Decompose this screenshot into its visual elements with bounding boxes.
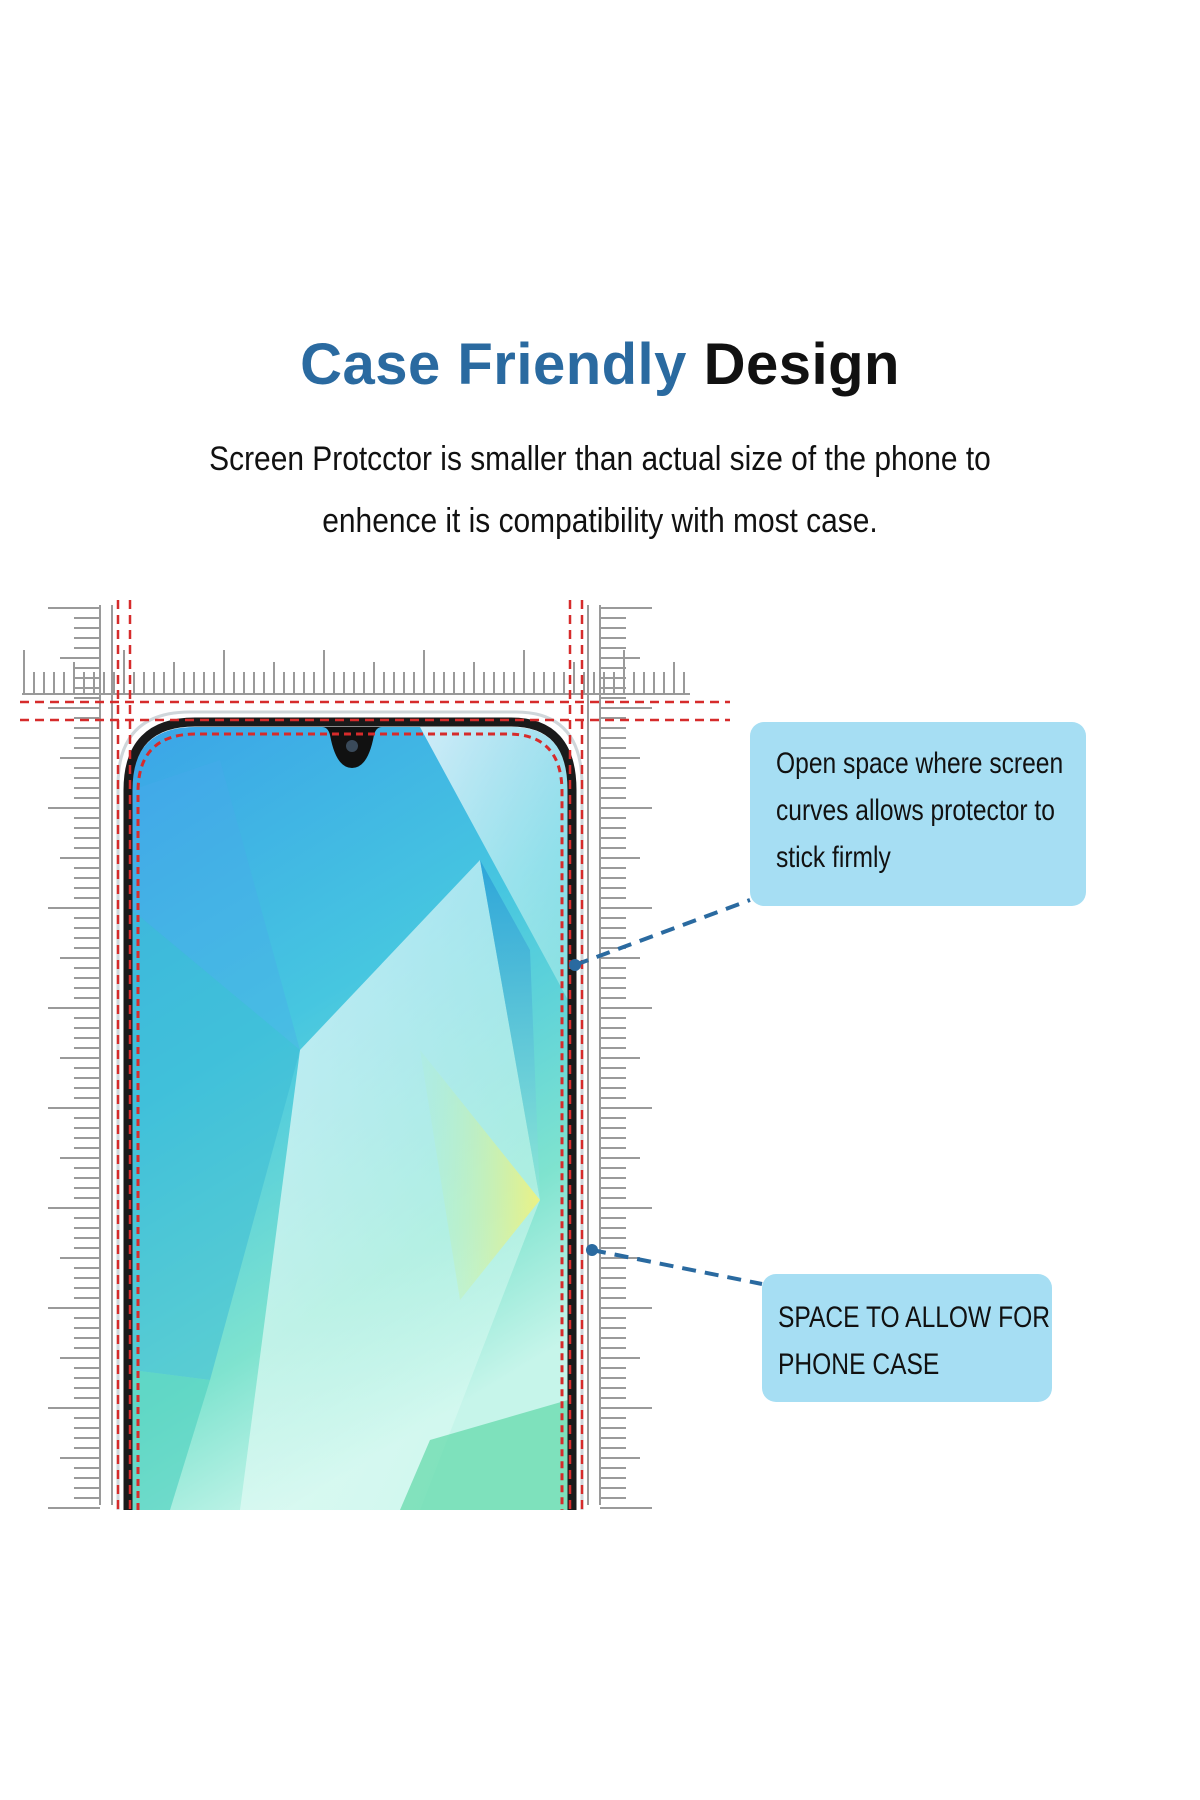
callout-1-line-2: curves allows protector to bbox=[776, 794, 1055, 827]
callout-1-line-3: stick firmly bbox=[776, 841, 891, 874]
connector-dot-1 bbox=[569, 959, 581, 971]
callout-open-space: Open space where screen curves allows pr… bbox=[750, 722, 1086, 906]
connector-dot-2 bbox=[586, 1244, 598, 1256]
measurement-rulers bbox=[22, 605, 690, 1509]
description-line-2: enhence it is compatibility with most ca… bbox=[322, 502, 878, 540]
title-rest: Design bbox=[703, 332, 900, 397]
page-title: Case Friendly Design bbox=[0, 330, 1200, 400]
phone-frame bbox=[123, 717, 577, 1510]
title-highlight: Case Friendly bbox=[300, 332, 687, 397]
phone-outer-edge bbox=[116, 710, 584, 1510]
description-text: Screen Protcctor is smaller than actual … bbox=[160, 428, 1040, 552]
callout-1-line-1: Open space where screen bbox=[776, 747, 1064, 780]
connector-line-2 bbox=[591, 1248, 763, 1286]
callout-2-line-1: SPACE TO ALLOW FOR bbox=[778, 1301, 1051, 1334]
callout-case-space: SPACE TO ALLOW FOR PHONE CASE bbox=[762, 1274, 1052, 1402]
edge-guide-lines bbox=[20, 600, 730, 1510]
phone-screen bbox=[132, 727, 568, 1510]
protector-size-diagram bbox=[20, 600, 763, 1510]
connector-line-1 bbox=[574, 898, 751, 967]
callout-2-line-2: PHONE CASE bbox=[778, 1348, 940, 1381]
protector-outline bbox=[136, 732, 564, 1510]
description-line-1: Screen Protcctor is smaller than actual … bbox=[209, 440, 991, 478]
camera-notch-icon bbox=[346, 740, 358, 752]
